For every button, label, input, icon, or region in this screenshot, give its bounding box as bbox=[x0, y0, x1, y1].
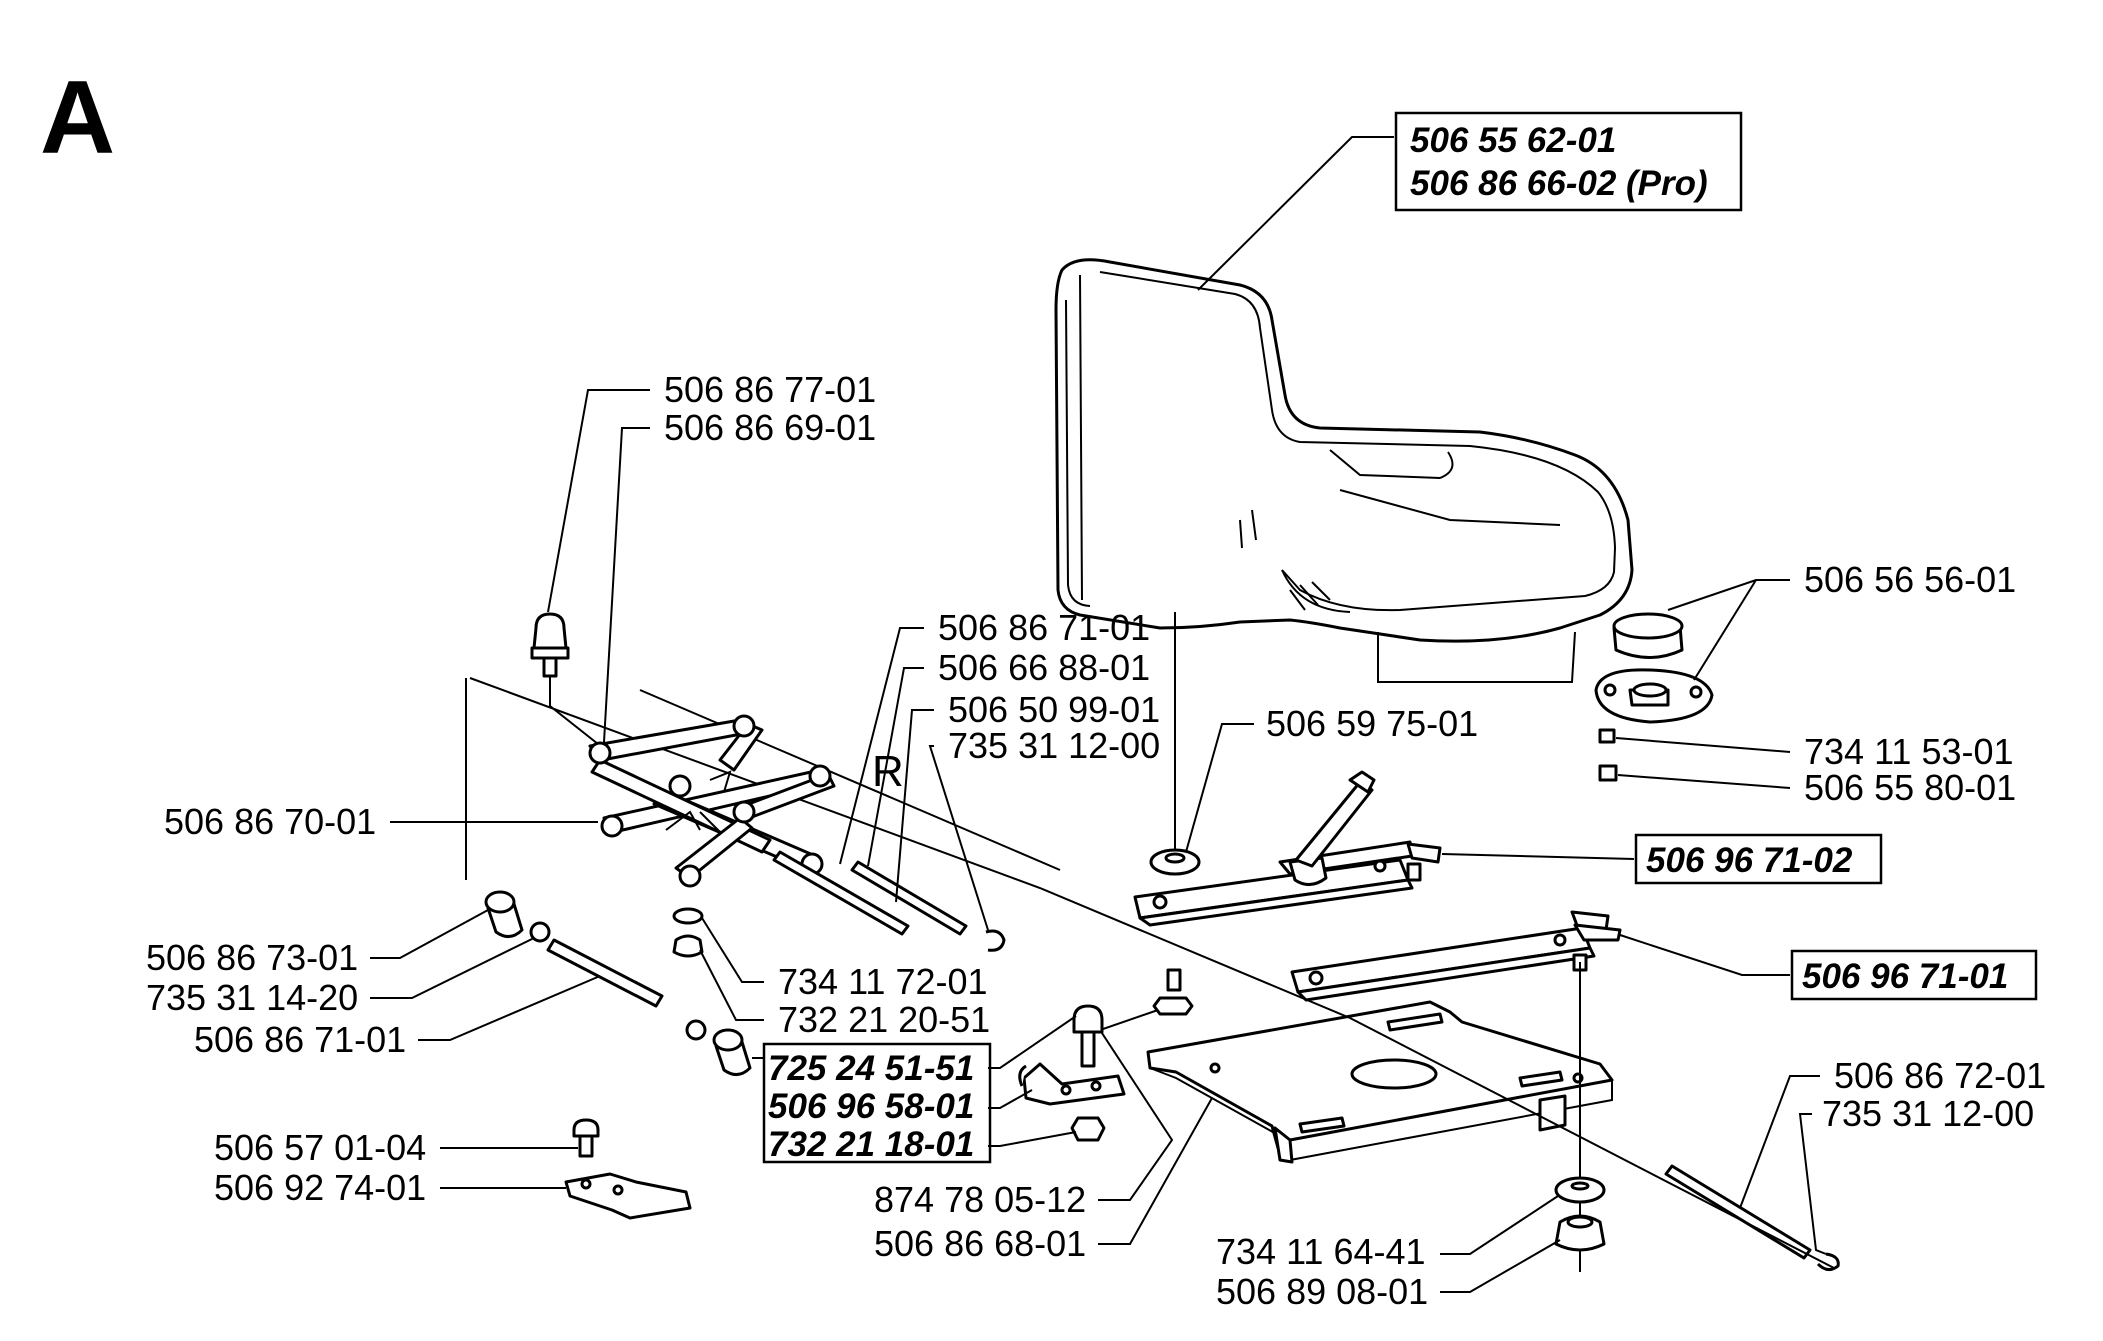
callout-damper-cap: 506 56 56-01 bbox=[1804, 559, 2016, 600]
callout-seat-line2: 506 86 66-02 (Pro) bbox=[1410, 164, 1708, 203]
callout-slide-rail-lever: 506 96 71-02 bbox=[1441, 833, 1883, 885]
callout-clip-2: 735 31 14-20 bbox=[146, 977, 358, 1018]
callout-lock-washer-2: 734 11 72-01 bbox=[778, 961, 988, 1002]
clip-left bbox=[529, 921, 551, 943]
mark-r: R bbox=[872, 747, 904, 796]
rod-right bbox=[1664, 1164, 1840, 1271]
callout-bolt-kit-line1: 725 24 51-51 bbox=[768, 1049, 974, 1088]
callout-washer-large: 506 59 75-01 bbox=[1266, 703, 1478, 744]
seat-illustration bbox=[1054, 258, 1634, 643]
callout-slide-rail-lever-text: 506 96 71-02 bbox=[1646, 841, 1853, 880]
callout-nut-2: 732 21 20-51 bbox=[778, 999, 990, 1040]
bushing-left-2 bbox=[712, 1028, 752, 1076]
callout-base-plate: 506 86 68-01 bbox=[874, 1223, 1086, 1264]
callout-rod-2: 506 86 71-01 bbox=[194, 1019, 406, 1060]
bolt-kit bbox=[1018, 1004, 1126, 1142]
callout-bolt-kit-line3: 732 21 18-01 bbox=[768, 1125, 974, 1164]
callout-lock-washer-1: 734 11 53-01 bbox=[1804, 731, 2014, 772]
callout-rod-1: 506 86 71-01 bbox=[938, 607, 1150, 648]
small-bracket-assembly bbox=[564, 1118, 692, 1220]
callout-bolt-kit-box bbox=[762, 1042, 992, 1164]
callout-seat-line1: 506 55 62-01 bbox=[1410, 121, 1616, 160]
rod-left bbox=[546, 938, 664, 1008]
slide-rail-with-lever bbox=[1133, 770, 1442, 927]
callout-bolt-kit-line2: 506 96 58-01 bbox=[768, 1087, 974, 1126]
callout-clip-1: 735 31 12-00 bbox=[948, 725, 1160, 766]
callout-spacer-1: 506 50 99-01 bbox=[948, 689, 1160, 730]
callout-bolt-small: 506 57 01-04 bbox=[214, 1127, 426, 1168]
callout-bushing: 506 86 73-01 bbox=[146, 937, 358, 978]
rod-middle-a bbox=[772, 850, 910, 936]
bushing-left bbox=[484, 890, 524, 938]
rod-middle-b bbox=[850, 860, 968, 936]
callout-pin-1: 506 66 88-01 bbox=[938, 647, 1150, 688]
callout-clip-3: 735 31 12-00 bbox=[1822, 1093, 2034, 1134]
callout-bolt-kit: 725 24 51-51 506 96 58-01 732 21 18-01 bbox=[752, 1015, 1077, 1164]
washer-and-nut-bottom bbox=[1554, 962, 1606, 1272]
callout-pivot-bracket: 506 86 69-01 bbox=[664, 407, 876, 448]
section-letter: A bbox=[40, 60, 115, 176]
callout-rod-3: 506 86 72-01 bbox=[1834, 1055, 2046, 1096]
washer-nut-under-link bbox=[672, 907, 704, 958]
clip-middle bbox=[985, 929, 1006, 952]
large-washer bbox=[1149, 848, 1201, 876]
callout-washer-3: 734 11 64-41 bbox=[1216, 1231, 1426, 1272]
callout-nut-1: 506 55 80-01 bbox=[1804, 767, 2016, 808]
base-plate bbox=[1146, 1000, 1614, 1164]
callout-bracket-small: 506 92 74-01 bbox=[214, 1167, 426, 1208]
callout-link-assembly: 506 86 70-01 bbox=[164, 801, 376, 842]
callout-slide-rail-text: 506 96 71-01 bbox=[1802, 957, 2008, 996]
callout-seat: 506 55 62-01 506 86 66-02 (Pro) bbox=[1197, 111, 1743, 291]
callout-slide-rail-lever-box bbox=[1634, 833, 1883, 885]
clip-left-2 bbox=[685, 1019, 707, 1041]
callout-seat-box bbox=[1394, 111, 1743, 212]
callout-nut-4: 506 89 08-01 bbox=[1216, 1271, 1428, 1312]
slide-rail bbox=[1290, 910, 1622, 1002]
damper-assembly bbox=[1594, 612, 1714, 782]
callout-slide-rail: 506 96 71-01 bbox=[1619, 934, 2038, 1001]
top-bolt bbox=[530, 612, 599, 745]
callout-nut-3: 874 78 05-12 bbox=[874, 1179, 1086, 1220]
hex-nut-left bbox=[1152, 968, 1194, 1016]
callout-slide-rail-box bbox=[1790, 949, 2038, 1001]
callout-bolt-top: 506 86 77-01 bbox=[664, 369, 876, 410]
